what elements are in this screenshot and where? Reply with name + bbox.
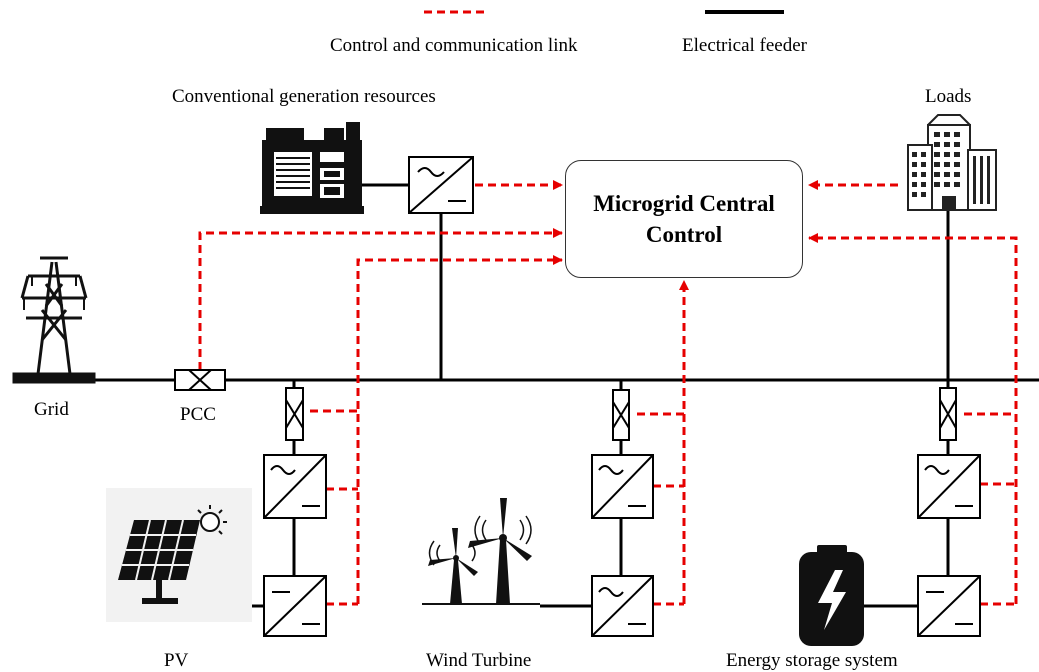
wind-turbine-icon: [422, 498, 540, 605]
converter-icon-storage-ac: [917, 454, 981, 519]
breaker-icon-storage: [939, 387, 957, 441]
central-control-line1: Microgrid Central: [593, 190, 775, 216]
solar-panel-icon: [106, 488, 252, 622]
battery-icon: [799, 545, 864, 646]
pcc-breaker-icon: [174, 369, 226, 391]
breaker-icon-pv: [285, 387, 304, 441]
loads-label: Loads: [925, 86, 972, 107]
wind-turbine-label: Wind Turbine: [426, 650, 532, 671]
control-links: [198, 180, 1018, 606]
legend-feeder-label: Electrical feeder: [682, 35, 807, 56]
energy-storage-label: Energy storage system: [726, 650, 898, 671]
sun-icon: [197, 505, 227, 535]
pcc-label: PCC: [180, 404, 216, 425]
generator-icon: [260, 122, 364, 214]
microgrid-central-control-box: Microgrid Central Control: [565, 160, 803, 278]
grid-label: Grid: [34, 399, 69, 420]
building-icon: [907, 114, 997, 211]
pv-label: PV: [164, 650, 189, 671]
breaker-icon-wind: [612, 389, 630, 441]
converter-icon-generator: [408, 156, 474, 214]
transmission-tower-icon: [12, 256, 96, 384]
central-control-line2: Control: [645, 222, 723, 247]
converter-icon-storage-dc: [917, 575, 981, 637]
converter-icon-pv-dc: [263, 575, 327, 637]
converter-icon-wind-ac: [591, 454, 654, 519]
legend-control-label: Control and communication link: [330, 35, 578, 56]
converter-icon-wind-dc: [591, 575, 654, 637]
conventional-generation-label: Conventional generation resources: [172, 86, 436, 107]
converter-icon-pv-ac: [263, 454, 327, 519]
